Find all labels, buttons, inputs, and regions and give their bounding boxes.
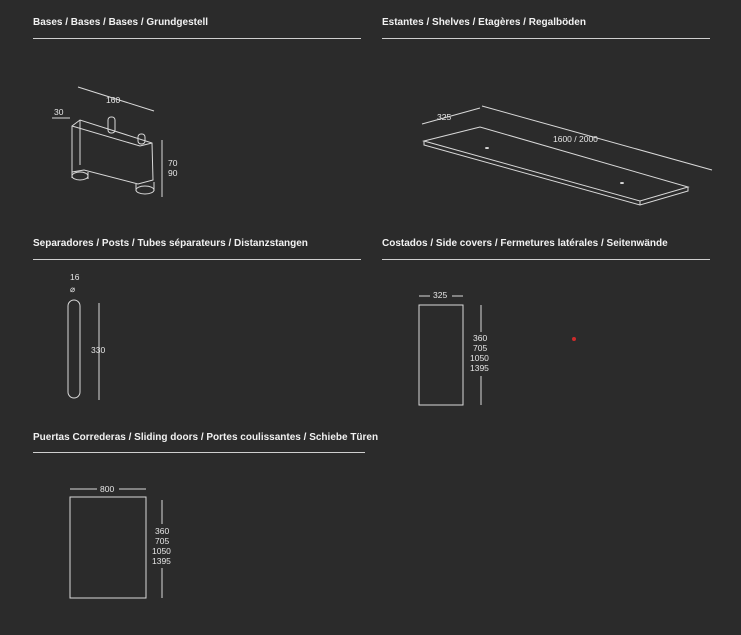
side-cover-height-label-bg [468,332,494,376]
base-left-foot [71,171,89,181]
base-height-b-label: 90 [168,168,178,178]
section-title-side-covers: Costados / Side covers / Fermetures laté… [382,238,668,249]
base-body-edges [71,120,153,165]
post-tube [67,299,81,399]
shelf-hole-right [620,182,624,184]
shelf-length-dimension-line [481,105,713,171]
side-cover-height-4: 1395 [470,363,489,373]
post-height-label: 330 [91,345,105,355]
shelf-depth-label: 325 [437,112,451,122]
section-title-posts: Separadores / Posts / Tubes séparateurs … [33,238,308,249]
post-diameter-label: 16 [70,272,80,282]
base-height-a-label: 70 [168,158,178,168]
base-length-dimension-line [77,86,155,112]
door-width-label: 800 [100,484,114,494]
side-cover-width-label: 325 [433,290,447,300]
base-body-outline [71,119,154,185]
door-height-1: 360 [155,526,169,536]
side-cover-height-1: 360 [473,333,487,343]
base-length-label: 160 [106,95,120,105]
side-cover-panel [418,304,464,406]
shelf-drawing: 325 1600 / 2000 [421,105,713,206]
base-left-foot-sides [71,172,89,179]
section-title-shelves: Estantes / Shelves / Etagères / Regalböd… [382,17,586,28]
side-cover-width-label-bg [430,290,452,300]
base-right-foot [135,185,155,195]
shelf-length-label: 1600 / 2000 [553,134,598,144]
sliding-door-drawing: 800 360 705 1050 1395 [69,483,178,599]
door-panel [69,496,147,599]
section-title-sliding-doors: Puertas Correderas / Sliding doors / Por… [33,432,379,443]
base-drawing: 160 30 70 90 [52,86,178,197]
shelf-depth-dimension-line [421,107,481,125]
base-right-foot-sides [135,182,155,191]
door-height-3: 1050 [152,546,171,556]
red-marker-dot [572,337,576,341]
base-top-post-left [107,116,116,134]
post-diameter-symbol: ⌀ [70,284,76,294]
divider-posts [33,259,361,260]
shelf-hole-left [485,147,489,149]
door-height-4: 1395 [152,556,171,566]
door-height-label-bg [150,524,178,568]
divider-shelves [382,38,710,39]
door-height-2: 705 [155,536,169,546]
divider-bases [33,38,361,39]
section-title-bases: Bases / Bases / Bases / Grundgestell [33,17,209,28]
side-cover-height-3: 1050 [470,353,489,363]
side-cover-drawing: 325 360 705 1050 1395 [418,290,576,406]
base-top-post-right [137,133,146,145]
divider-sliding-doors [33,452,365,453]
door-width-label-bg [97,483,119,493]
side-cover-height-2: 705 [473,343,487,353]
post-drawing: 16 ⌀ 330 [67,272,105,400]
divider-side-covers [382,259,710,260]
base-depth-label: 30 [54,107,64,117]
shelf-board-edge [423,141,689,206]
